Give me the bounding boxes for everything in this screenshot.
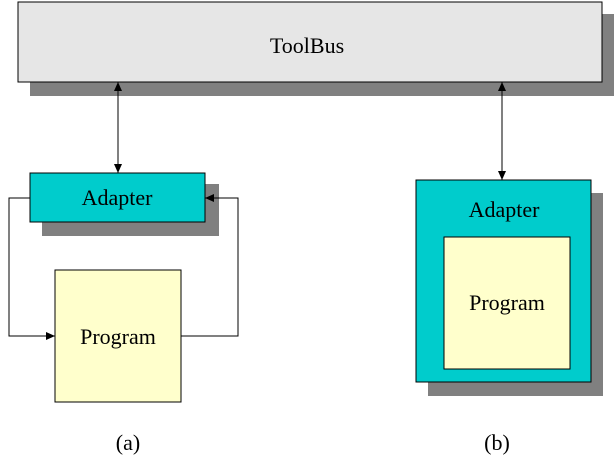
caption-a: (a): [116, 430, 140, 455]
toolbus-box: [17, 1, 603, 83]
caption-b: (b): [484, 430, 510, 455]
adapter-b-label: Adapter: [469, 197, 541, 222]
program-b-box: [443, 236, 571, 370]
program-to-adapter-arrow: [181, 194, 239, 337]
adapter-a-box: [29, 172, 206, 223]
toolbus-label: ToolBus: [270, 33, 344, 58]
toolbus-block: ToolBus: [17, 1, 614, 96]
program-a-box: [54, 269, 182, 403]
adapter-to-program-arrow: [8, 197, 55, 340]
program-b-label: Program: [469, 290, 545, 315]
config-b: Adapter Program (b): [415, 82, 603, 455]
adapter-a-label: Adapter: [82, 185, 154, 210]
program-a-label: Program: [80, 324, 156, 349]
config-a: Adapter Program (a): [8, 82, 239, 455]
